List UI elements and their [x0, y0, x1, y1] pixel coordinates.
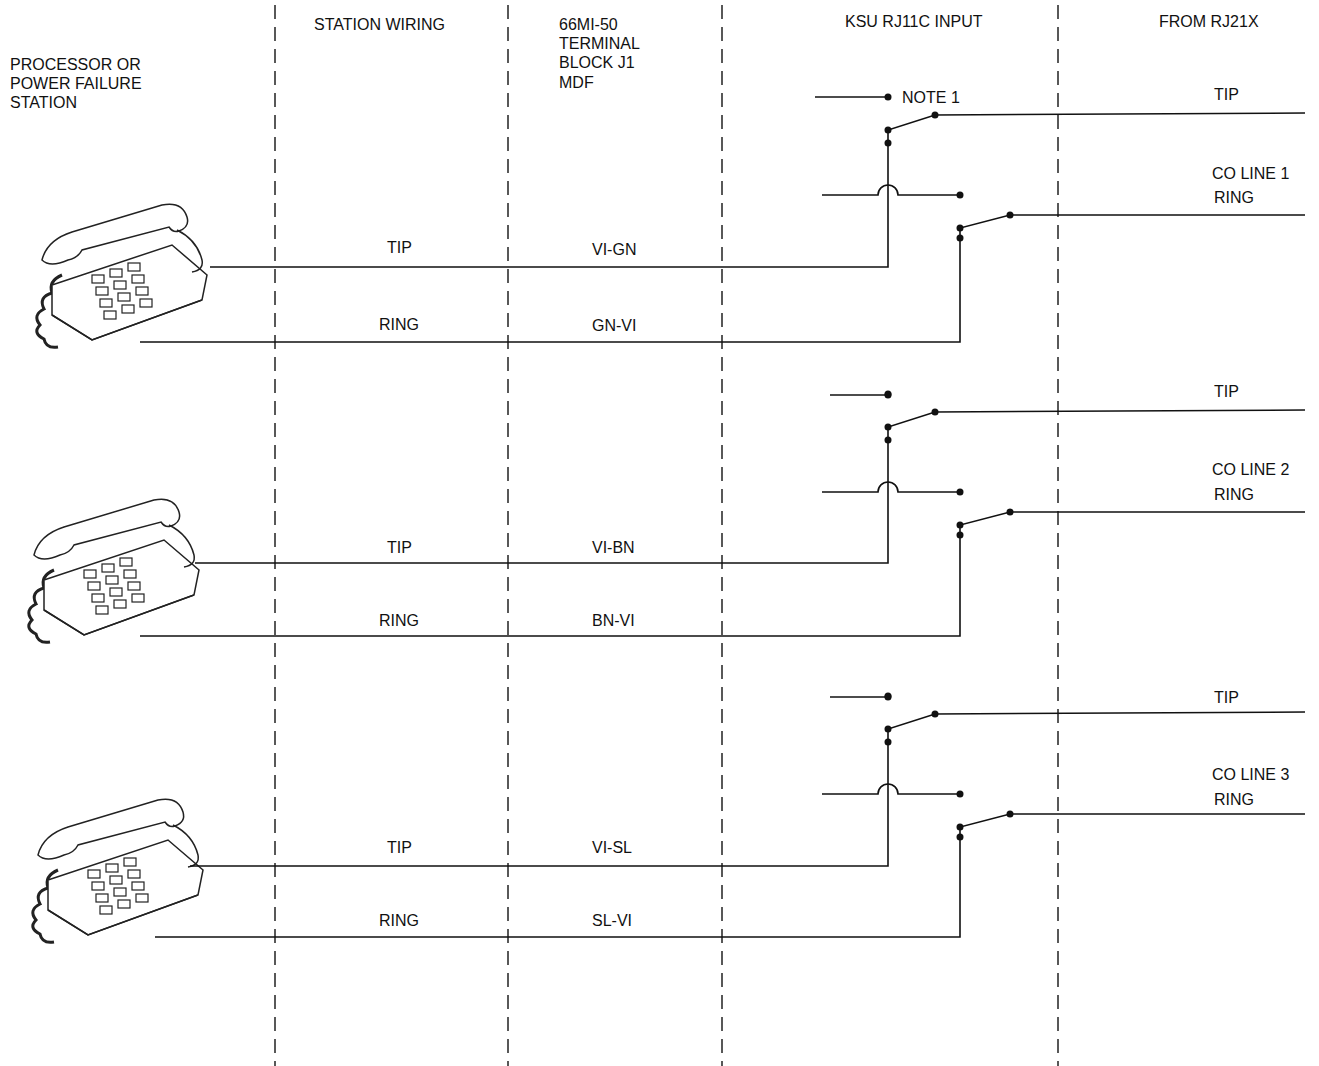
note-label: NOTE 1 [900, 88, 962, 107]
line-label: CO LINE 1 [1210, 164, 1291, 183]
line-label: CO LINE 3 [1210, 765, 1291, 784]
wire-label: TIP [385, 538, 414, 557]
wire-label: RING [1212, 188, 1256, 207]
wire-label: RING [1212, 790, 1256, 809]
color-code: VI-SL [590, 838, 634, 857]
wire-label: RING [377, 611, 421, 630]
line-label: CO LINE 2 [1210, 460, 1291, 479]
wire-label: TIP [385, 238, 414, 257]
color-code: GN-VI [590, 316, 638, 335]
color-code: VI-BN [590, 538, 637, 557]
wire-label: TIP [1212, 688, 1241, 707]
column-heading: STATION WIRING [312, 15, 447, 34]
color-code: BN-VI [590, 611, 637, 630]
wire-label: TIP [1212, 85, 1241, 104]
color-code: SL-VI [590, 911, 634, 930]
column-heading: KSU RJ11C INPUT [843, 12, 985, 31]
wire-label: RING [377, 911, 421, 930]
wire-label: TIP [1212, 382, 1241, 401]
wire-label: TIP [385, 838, 414, 857]
column-heading: PROCESSOR OR POWER FAILURE STATION [8, 55, 172, 113]
column-heading: FROM RJ21X [1157, 12, 1261, 31]
color-code: VI-GN [590, 240, 638, 259]
column-heading: 66MI-50 TERMINAL BLOCK J1 MDF [557, 15, 653, 92]
wire-label: RING [1212, 485, 1256, 504]
wire-label: RING [377, 315, 421, 334]
